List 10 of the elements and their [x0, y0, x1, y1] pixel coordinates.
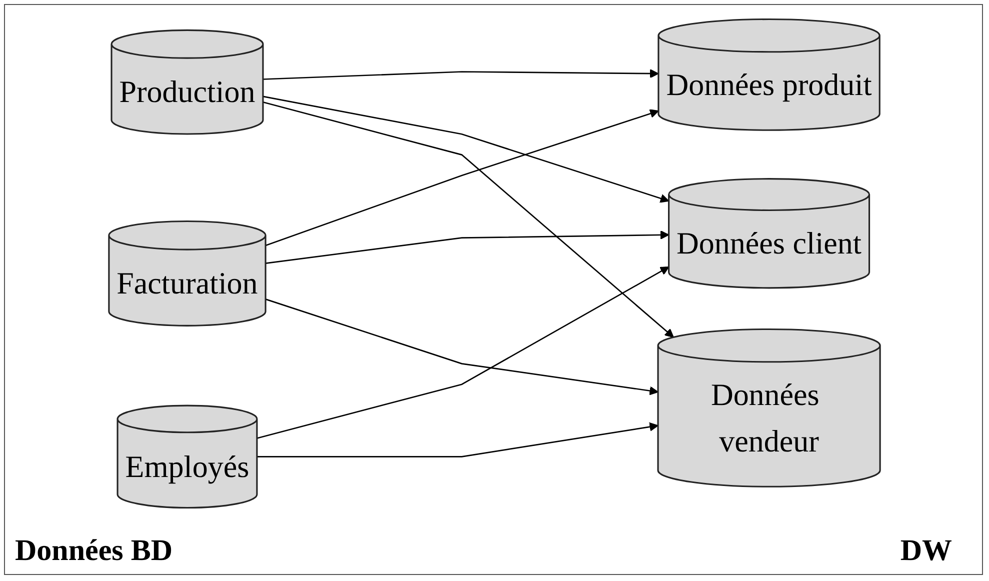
arrow [262, 69, 659, 80]
arrow [262, 102, 674, 338]
arrow [265, 298, 658, 396]
arrow [256, 422, 658, 458]
arrow [265, 230, 670, 264]
caption-text: DW [900, 534, 952, 568]
arrow [256, 266, 670, 439]
arrow [262, 96, 670, 203]
arrow [265, 109, 659, 246]
caption-text: Données BD [15, 534, 173, 568]
